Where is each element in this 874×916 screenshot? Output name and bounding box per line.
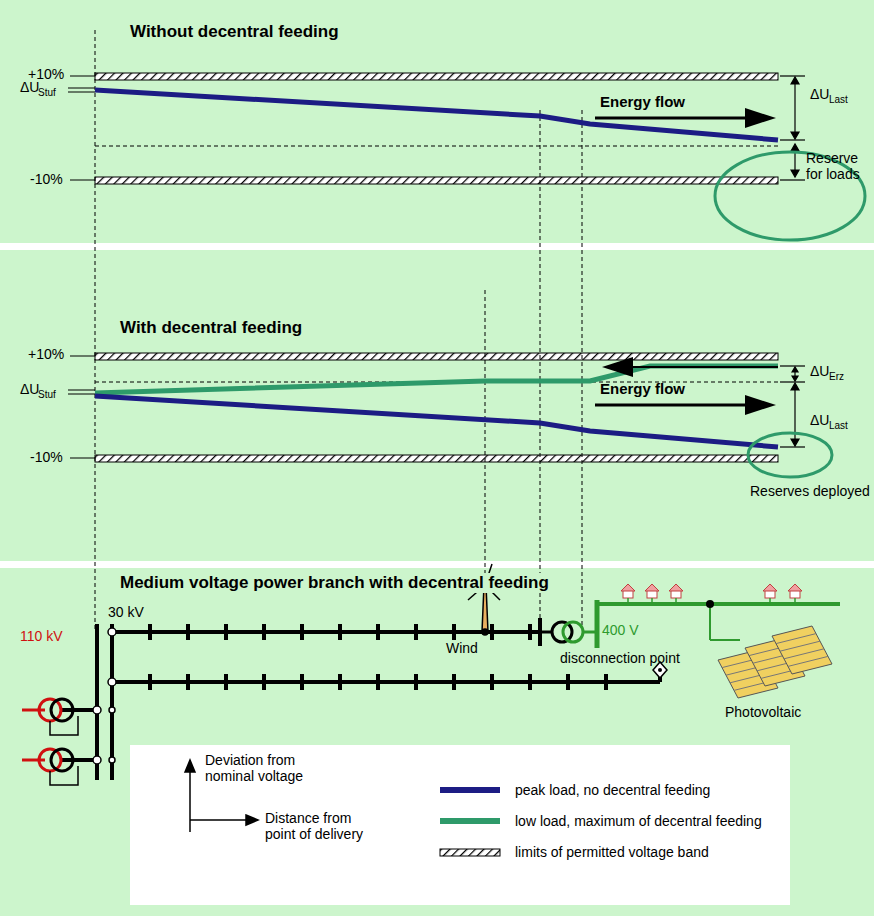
text-label: Last	[829, 94, 848, 106]
legend-text: low load, maximum of decentral feeding	[515, 813, 762, 829]
text-label: -10%	[30, 449, 63, 465]
text-label: Reserve for loads	[806, 150, 870, 182]
text-label: Stuf	[38, 87, 56, 99]
text-label: Reserves deployed	[750, 483, 870, 499]
panel-band: Without decentral feeding	[0, 0, 874, 243]
legend-swatch	[440, 787, 500, 793]
text-label: ΔU	[810, 86, 829, 102]
text-label: ΔU	[20, 381, 39, 397]
legend-text: limits of permitted voltage band	[515, 844, 709, 860]
text-label: -10%	[30, 171, 63, 187]
panel-title: Without decentral feeding	[128, 22, 341, 42]
text-label: disconnection point	[560, 650, 680, 666]
text-label: Energy flow	[600, 93, 685, 110]
text-label: Deviation from nominal voltage	[205, 752, 325, 784]
panel-title: With decentral feeding	[118, 318, 304, 338]
text-label: ΔU	[810, 363, 829, 379]
text-label: Distance from point of delivery	[265, 810, 380, 842]
legend-swatch	[440, 818, 500, 824]
text-label: ΔU	[810, 412, 829, 428]
text-label: Last	[829, 420, 848, 432]
text-label: ΔU	[20, 79, 39, 95]
text-label: Erz	[829, 371, 844, 383]
panel-title: Medium voltage power branch with decentr…	[118, 573, 551, 593]
text-label: Photovoltaic	[725, 704, 801, 720]
text-label: Energy flow	[600, 380, 685, 397]
text-label: Stuf	[38, 389, 56, 401]
text-label: 400 V	[602, 622, 639, 638]
text-label: Wind	[446, 640, 478, 656]
text-label: 110 kV	[20, 628, 63, 644]
legend-text: peak load, no decentral feeding	[515, 782, 710, 798]
text-label: +10%	[28, 346, 64, 362]
limit-sample	[440, 849, 500, 856]
text-label: 30 kV	[108, 604, 144, 620]
